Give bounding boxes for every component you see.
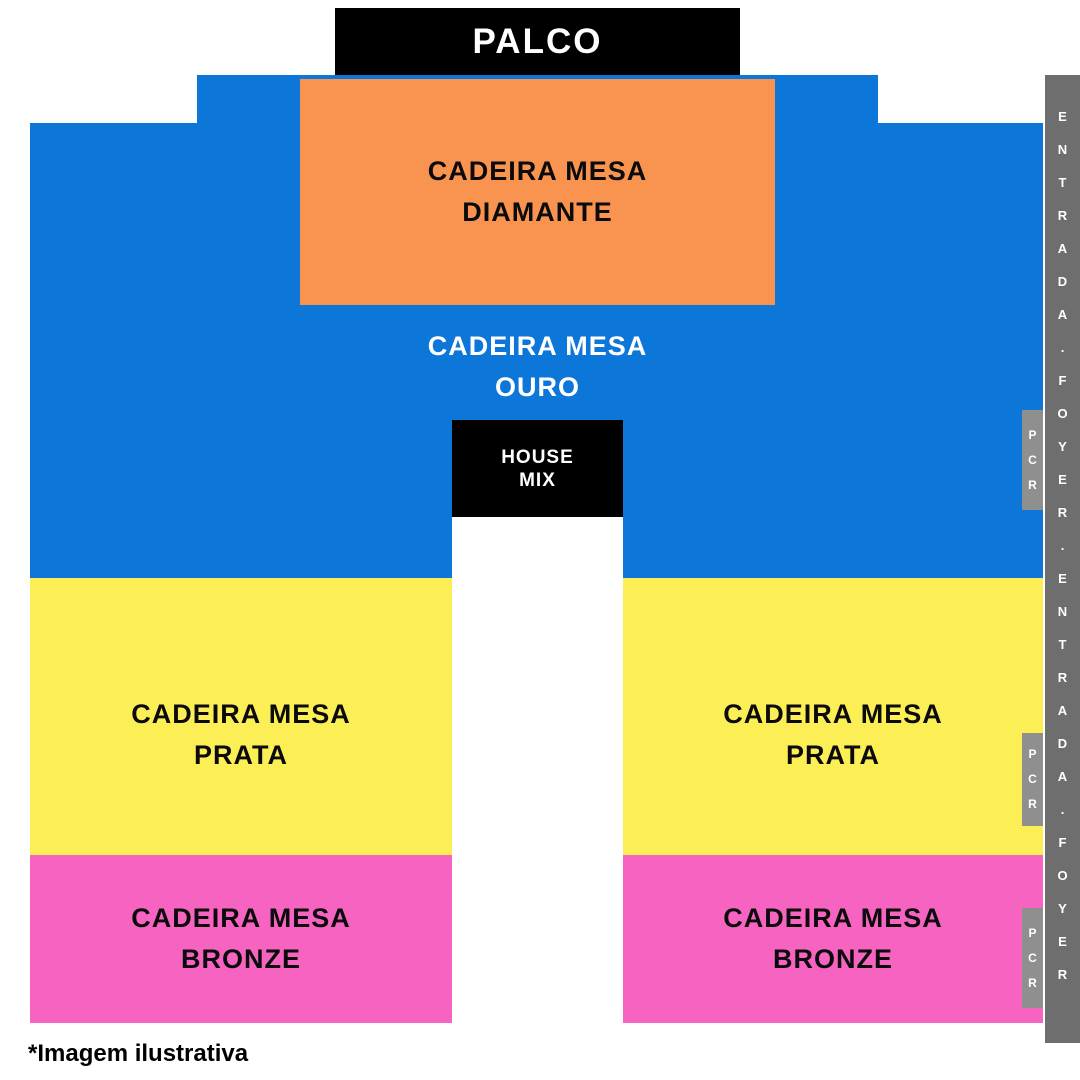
prata-right-label-line1: CADEIRA MESA — [723, 698, 943, 729]
prata-left-label: CADEIRA MESA PRATA — [131, 694, 351, 776]
ouro-label-line2: OURO — [495, 372, 580, 402]
pcr-label: PCR — [1025, 427, 1040, 503]
house-mix-label-line2: MIX — [519, 469, 556, 491]
ouro-label: CADEIRA MESA OURO — [300, 326, 775, 408]
prata-right-section: CADEIRA MESA PRATA — [623, 578, 1043, 855]
illustrative-note: *Imagem ilustrativa — [28, 1040, 249, 1067]
bronze-right-section: CADEIRA MESA BRONZE — [623, 855, 1043, 1023]
diamante-label-line2: DIAMANTE — [462, 197, 613, 227]
diamante-label-line1: CADEIRA MESA — [427, 156, 648, 186]
pcr-box-3: PCR — [1022, 908, 1043, 1008]
bronze-right-label: CADEIRA MESA BRONZE — [723, 898, 943, 980]
bronze-left-label-line2: BRONZE — [180, 944, 301, 974]
bronze-left-label-line1: CADEIRA MESA — [131, 903, 351, 933]
center-aisle — [452, 517, 623, 578]
prata-left-label-line1: CADEIRA MESA — [131, 698, 351, 729]
bronze-right-label-line2: BRONZE — [772, 944, 893, 974]
stage-palco: PALCO — [335, 8, 740, 75]
pcr-label: PCR — [1025, 925, 1040, 1001]
bronze-left-label: CADEIRA MESA BRONZE — [131, 898, 351, 980]
pcr-box-1: PCR — [1022, 410, 1043, 510]
prata-right-label: CADEIRA MESA PRATA — [723, 694, 943, 776]
diamante-section: CADEIRA MESA DIAMANTE — [300, 79, 775, 305]
entrance-foyer-bar: ENTRADA.FOYER.ENTRADA.FOYER — [1045, 75, 1080, 1043]
stage-label: PALCO — [472, 21, 603, 61]
ouro-label-line1: CADEIRA MESA — [427, 331, 648, 361]
prata-left-section: CADEIRA MESA PRATA — [30, 578, 452, 855]
bronze-right-label-line1: CADEIRA MESA — [723, 903, 943, 933]
entrance-foyer-label: ENTRADA.FOYER.ENTRADA.FOYER — [1055, 109, 1070, 1000]
prata-right-label-line2: PRATA — [785, 739, 880, 770]
house-mix-box: HOUSE MIX — [452, 420, 623, 517]
pcr-label: PCR — [1025, 747, 1040, 822]
bronze-left-section: CADEIRA MESA BRONZE — [30, 855, 452, 1023]
diamante-label: CADEIRA MESA DIAMANTE — [428, 151, 648, 233]
house-mix-label-line1: HOUSE — [501, 446, 574, 468]
prata-left-label-line2: PRATA — [193, 739, 288, 770]
pcr-box-2: PCR — [1022, 733, 1043, 826]
